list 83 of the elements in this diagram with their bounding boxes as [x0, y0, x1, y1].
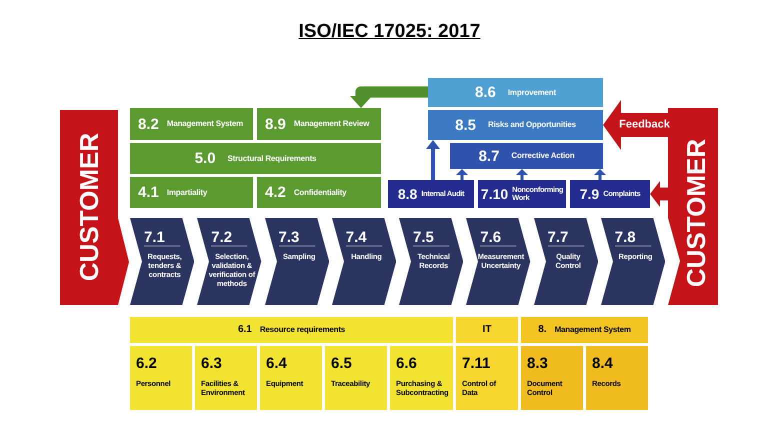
clause-number: 8.9	[265, 116, 286, 132]
arrow	[594, 169, 606, 180]
clause-number: 7.6	[480, 229, 502, 246]
clause-number: 4.1	[138, 185, 159, 200]
customer-arrow	[60, 110, 130, 305]
arrow	[650, 181, 668, 207]
clause-box	[130, 108, 253, 140]
clause-number: 7.3	[278, 229, 300, 246]
clause-number: IT	[482, 325, 492, 335]
clause-number: 7.11	[462, 356, 492, 371]
diagram-title: ISO/IEC 17025: 2017	[298, 22, 480, 41]
resource-box	[456, 346, 518, 410]
process-step	[264, 218, 329, 305]
clause-label: Management System	[166, 119, 244, 129]
clause-number: 7.4	[346, 229, 367, 246]
edge-label: Feedback	[617, 120, 672, 130]
resource-header-bar	[130, 317, 453, 343]
clause-number: 7.8	[614, 229, 636, 246]
clause-box	[428, 78, 603, 107]
clause-number: 8.6	[475, 85, 496, 100]
clause-box	[388, 180, 474, 208]
resource-box	[521, 346, 583, 410]
resource-box	[325, 346, 387, 410]
arrow	[426, 140, 440, 180]
process-step	[130, 218, 194, 305]
clause-box	[257, 108, 381, 140]
clause-number: 8.4	[592, 356, 614, 371]
clause-label: Management Review	[294, 119, 370, 129]
clause-number: 6.5	[331, 356, 353, 371]
customer-label: CUSTOMER	[683, 138, 709, 288]
clause-box	[428, 110, 603, 140]
process-step	[534, 218, 598, 305]
process-step	[332, 218, 396, 305]
process-step	[399, 218, 464, 305]
clause-number: 8.	[538, 325, 547, 335]
clause-box	[257, 177, 381, 208]
arrow	[350, 86, 428, 108]
clause-number: 4.2	[265, 185, 286, 200]
resource-box	[260, 346, 322, 410]
resource-box	[195, 346, 257, 410]
arrow	[603, 100, 668, 150]
clause-box	[450, 143, 603, 169]
customer-arrow	[668, 108, 718, 305]
clause-number: 7.10	[480, 187, 508, 201]
clause-number: 6.2	[136, 356, 158, 371]
arrow	[516, 169, 528, 180]
clause-box	[478, 180, 566, 208]
clause-label: Confidentiality	[294, 188, 346, 198]
clause-number: 7.5	[413, 229, 434, 246]
clause-number: 7.9	[580, 187, 600, 201]
clause-number: 8.7	[478, 148, 500, 164]
clause-label: Impartiality	[166, 188, 208, 198]
resource-box	[586, 346, 648, 410]
clause-box	[570, 180, 650, 208]
process-step	[466, 218, 530, 305]
clause-number: 6.4	[266, 356, 288, 371]
clause-box	[130, 177, 253, 208]
resource-header-bar	[521, 317, 648, 343]
process-step	[600, 218, 665, 305]
customer-label: CUSTOMER	[76, 132, 102, 282]
clause-number: 7.2	[211, 229, 232, 246]
resource-box	[390, 346, 453, 410]
clause-number: 6.6	[396, 356, 418, 371]
clause-label: Improvement	[508, 88, 556, 98]
clause-number: 6.1	[238, 325, 252, 335]
clause-number: 6.3	[201, 356, 223, 371]
clause-number: 7.1	[144, 229, 165, 246]
clause-label: Structural Requirements	[228, 154, 316, 164]
clause-number: 8.8	[398, 187, 418, 201]
clause-number: 7.7	[548, 229, 568, 246]
clause-box	[130, 143, 381, 174]
clause-number: 8.2	[138, 116, 159, 132]
arrow	[456, 169, 468, 180]
clause-label: Resource requirements	[260, 326, 346, 334]
resource-box	[130, 346, 192, 410]
clause-label: Management System	[554, 326, 631, 334]
clause-label: Risks and Opportunities	[488, 120, 576, 130]
clause-number: 8.5	[455, 118, 476, 132]
clause-number: 8.3	[527, 356, 549, 371]
process-step	[197, 218, 262, 305]
resource-header-bar	[456, 317, 518, 343]
clause-label: Corrective Action	[511, 151, 574, 161]
clause-number: 5.0	[194, 151, 216, 166]
